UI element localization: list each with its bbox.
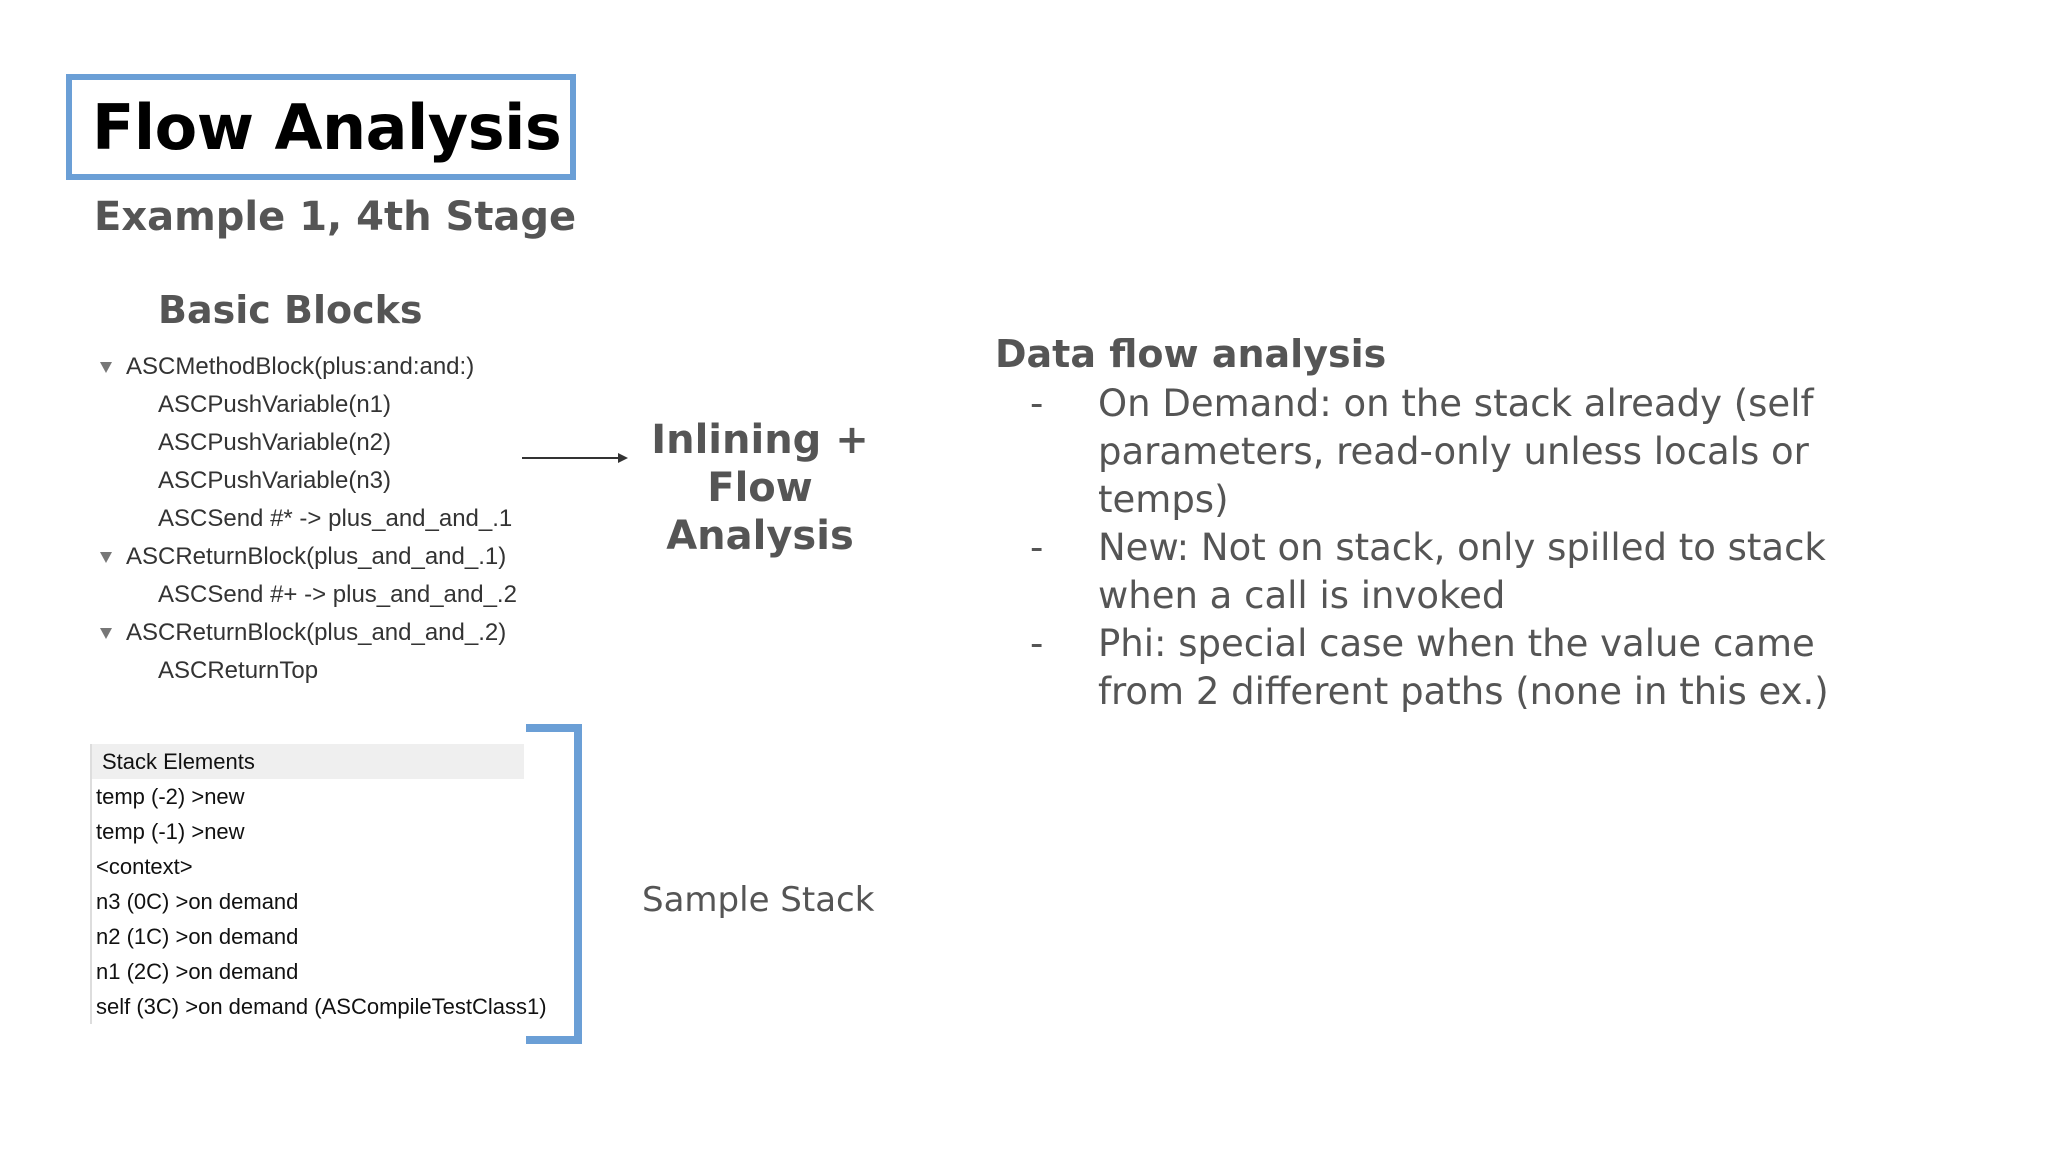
sample-stack-caption: Sample Stack [642,880,875,920]
table-row[interactable]: n1 (2C) >on demand [96,959,299,984]
bullet-dash: - [1030,622,1044,665]
tree-node-label: ASCReturnBlock(plus_and_and_.2) [126,619,507,646]
table-row[interactable]: self (3C) >on demand (ASCompileTestClass… [96,994,547,1019]
tree-node[interactable]: ASCReturnBlock(plus_and_and_.2) [100,616,506,650]
table-row[interactable]: n3 (0C) >on demand [96,889,299,914]
inlining-flow-analysis-label: Inlining + Flow Analysis [620,416,900,560]
list-item-text: On Demand: on the stack already (self pa… [1098,382,1814,521]
stack-bracket [526,724,582,1044]
tree-node-label: ASCSend #* -> plus_and_and_.1 [158,505,513,532]
tree-node[interactable]: ASCMethodBlock(plus:and:and:) [100,350,474,384]
table-row[interactable]: temp (-1) >new [96,819,245,844]
basic-blocks-heading: Basic Blocks [158,288,423,332]
table-row[interactable]: n2 (1C) >on demand [96,924,299,949]
tree-node[interactable]: ASCPushVariable(n2) [158,426,391,460]
tree-node-label: ASCPushVariable(n1) [158,391,392,418]
tree-node[interactable]: ASCSend #+ -> plus_and_and_.2 [158,578,517,612]
label-line: Analysis [666,513,854,559]
data-flow-list: - On Demand: on the stack already (self … [1030,380,2030,716]
tree-node[interactable]: ASCSend #* -> plus_and_and_.1 [158,502,512,536]
right-arrow-icon [522,453,628,463]
tree-node[interactable]: ASCPushVariable(n3) [158,464,391,498]
page-title: Flow Analysis [92,90,562,164]
title-box: Flow Analysis [66,74,576,180]
list-item: - New: Not on stack, only spilled to sta… [1030,524,2030,620]
tree-node[interactable]: ASCReturnTop [158,654,318,688]
tree-node-label: ASCPushVariable(n2) [158,429,392,456]
tree-node[interactable]: ASCReturnBlock(plus_and_and_.1) [100,540,506,574]
stack-table-header[interactable]: Stack Elements [92,744,524,779]
tree-node-label: ASCMethodBlock(plus:and:and:) [126,353,475,380]
list-item-text: New: Not on stack, only spilled to stack… [1098,526,1826,617]
table-row[interactable]: temp (-2) >new [96,784,245,809]
data-flow-heading: Data flow analysis [995,332,1387,376]
bullet-dash: - [1030,382,1044,425]
subtitle: Example 1, 4th Stage [94,194,577,240]
label-line: Flow [707,465,813,511]
list-item: - Phi: special case when the value came … [1030,620,2030,716]
expand-triangle-icon[interactable] [100,627,112,639]
tree-node[interactable]: ASCPushVariable(n1) [158,388,391,422]
list-item-text: Phi: special case when the value came fr… [1098,622,1829,713]
table-row[interactable]: <context> [96,854,193,879]
tree-node-label: ASCReturnTop [158,657,319,684]
label-line: Inlining + [651,417,869,463]
tree-node-label: ASCSend #+ -> plus_and_and_.2 [158,581,517,608]
bullet-dash: - [1030,526,1044,569]
expand-triangle-icon[interactable] [100,551,112,563]
tree-node-label: ASCPushVariable(n3) [158,467,392,494]
tree-node-label: ASCReturnBlock(plus_and_and_.1) [126,543,507,570]
stack-elements-table: Stack Elements temp (-2) >new temp (-1) … [90,744,547,1024]
expand-triangle-icon[interactable] [100,361,112,373]
list-item: - On Demand: on the stack already (self … [1030,380,2030,524]
